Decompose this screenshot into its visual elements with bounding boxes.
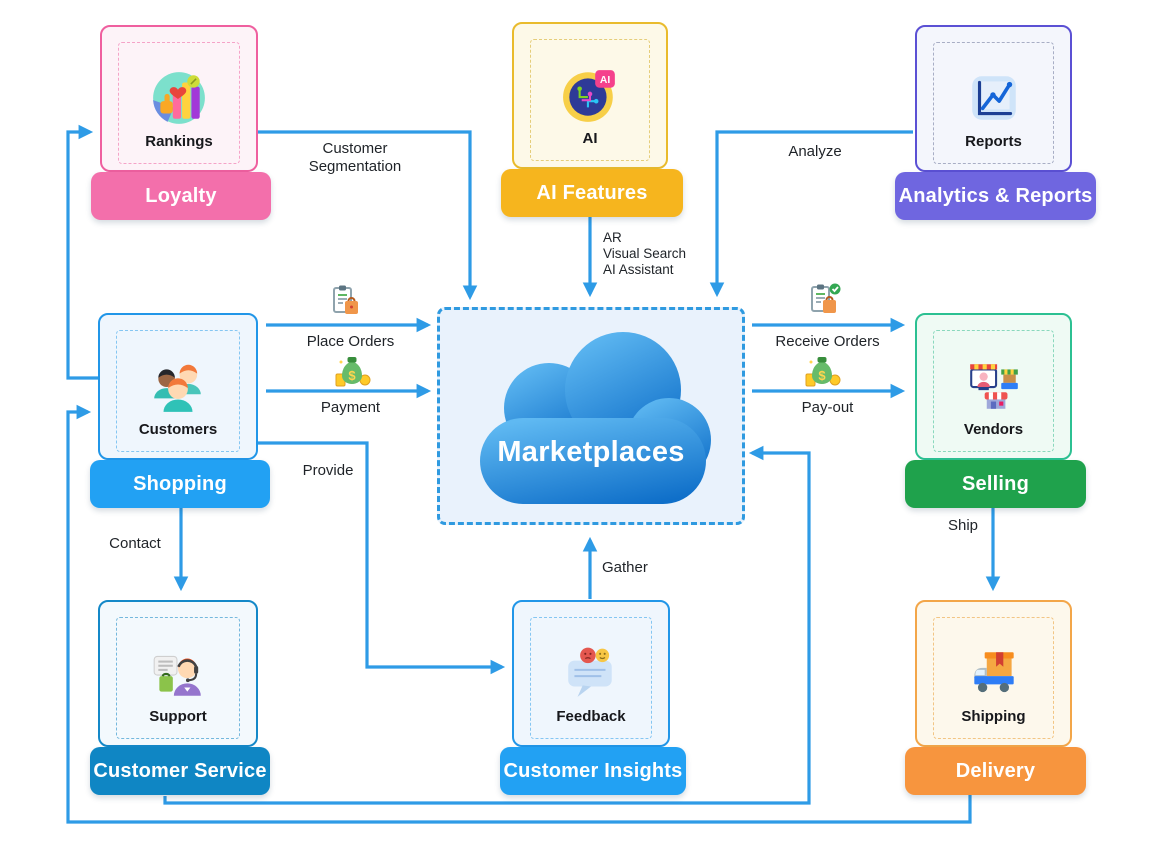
customers-icon xyxy=(149,357,207,415)
connector-analytics-to-marketplaces xyxy=(709,130,913,298)
marketplaces-box: Marketplaces xyxy=(437,307,745,525)
ai-features-banner: AI Features xyxy=(501,169,683,217)
service-item-label: Support xyxy=(149,708,207,725)
shopping-dashed-border xyxy=(116,330,240,452)
selling-banner: Selling xyxy=(905,460,1086,508)
customer-insights-banner: Customer Insights xyxy=(500,747,686,795)
ai-dashed-border xyxy=(530,39,650,161)
node-ai-features: AI AI AI Features xyxy=(501,22,683,217)
label-place-orders: Place Orders xyxy=(306,333,395,350)
connector-service-to-marketplaces-loop xyxy=(163,445,811,805)
node-customer-insights: Feedback Customer Insights xyxy=(500,600,686,795)
label-ship: Ship xyxy=(947,517,979,534)
place-orders-clipboard-icon xyxy=(328,283,366,326)
payment-moneybag-icon: $ xyxy=(332,352,372,397)
label-ai-capability-ar: AR xyxy=(603,230,622,245)
ai-badge-text: AI xyxy=(600,75,610,86)
connector-provide xyxy=(258,441,506,675)
receive-orders-clipboard-icon xyxy=(806,282,844,325)
loyalty-dashed-border xyxy=(118,42,240,164)
feedback-bubble-icon xyxy=(562,644,620,702)
shopping-item-label: Customers xyxy=(138,421,218,438)
label-contact: Contact xyxy=(109,535,161,552)
cloud-icon xyxy=(480,332,711,504)
label-ai-capability-assistant: AI Assistant xyxy=(603,262,674,277)
shipping-truck-icon xyxy=(965,644,1023,702)
label-provide: Provide xyxy=(302,462,354,479)
support-agent-icon xyxy=(149,644,207,702)
dollar-symbol: $ xyxy=(348,368,356,383)
delivery-dashed-border xyxy=(933,617,1054,739)
label-payment: Payment xyxy=(320,399,381,416)
service-dashed-border xyxy=(116,617,240,739)
delivery-item-label: Shipping xyxy=(961,708,1026,725)
label-gather: Gather xyxy=(602,559,648,576)
label-analyze: Analyze xyxy=(788,143,842,160)
customer-service-banner: Customer Service xyxy=(90,747,270,795)
marketplaces-title: Marketplaces xyxy=(497,436,685,468)
label-ai-capabilities: AR Visual Search AI Assistant xyxy=(603,230,723,278)
label-pay-out: Pay-out xyxy=(801,399,854,416)
node-loyalty: Rankings Loyalty xyxy=(91,25,271,220)
selling-dashed-border xyxy=(933,330,1054,452)
node-analytics-reports: Reports Analytics & Reports xyxy=(895,25,1096,220)
insights-dashed-border xyxy=(530,617,652,739)
insights-item-label: Feedback xyxy=(556,708,626,725)
node-selling: Vendors Selling xyxy=(905,313,1086,508)
label-receive-orders: Receive Orders xyxy=(775,333,880,350)
connector-loyalty-to-marketplaces xyxy=(258,130,478,301)
ai-item-label: AI xyxy=(582,130,598,147)
rankings-icon xyxy=(150,69,208,127)
label-customer-segmentation: Customer Segmentation xyxy=(308,140,402,175)
node-shopping: Customers Shopping xyxy=(90,313,270,508)
node-delivery: Shipping Delivery xyxy=(905,600,1086,795)
selling-item-label: Vendors xyxy=(963,421,1024,438)
reports-chart-icon xyxy=(965,69,1023,127)
payout-moneybag-icon: $ xyxy=(802,352,842,397)
connector-shopping-to-loyalty xyxy=(66,124,98,380)
loyalty-item-label: Rankings xyxy=(145,133,213,150)
node-customer-service: Support Customer Service xyxy=(90,600,270,795)
shopping-banner: Shopping xyxy=(90,460,270,508)
analytics-banner: Analytics & Reports xyxy=(895,172,1096,220)
analytics-item-label: Reports xyxy=(965,133,1022,150)
ai-brain-icon: AI xyxy=(561,66,619,124)
delivery-banner: Delivery xyxy=(905,747,1086,795)
label-ai-capability-visual-search: Visual Search xyxy=(603,246,687,261)
loyalty-banner: Loyalty xyxy=(91,172,271,220)
dollar-symbol: $ xyxy=(818,368,826,383)
vendors-icon xyxy=(965,357,1023,415)
connector-delivery-to-shopping-loop xyxy=(66,404,972,824)
analytics-dashed-border xyxy=(933,42,1054,164)
